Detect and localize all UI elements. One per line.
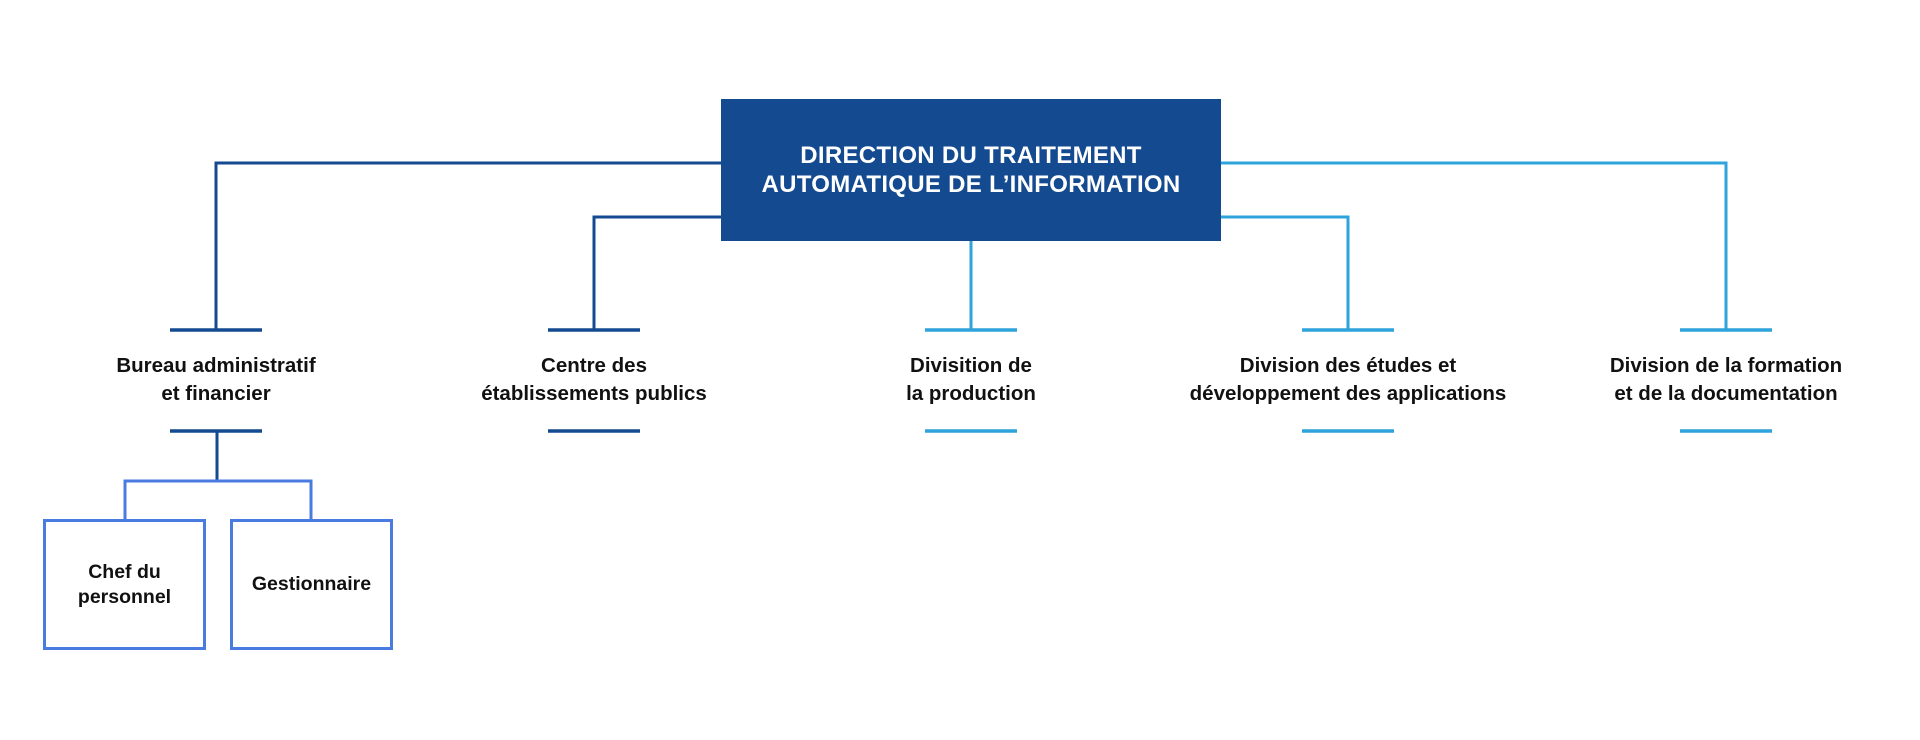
division-etudes-developpement: Division des études et développement des… <box>1189 354 1507 405</box>
connector-formation <box>1221 161 1728 330</box>
root-title: DIRECTION DU TRAITEMENT AUTOMATIQUE DE L… <box>761 142 1181 198</box>
sub-unit-chef-personnel-label: Chef du personnel <box>77 560 172 608</box>
division-production: Divisition de la production <box>906 354 1036 405</box>
sub-unit-gestionnaire-label: Gestionnaire <box>251 573 372 595</box>
sub-unit-gestionnaire: Gestionnaire <box>230 519 393 650</box>
root-node: DIRECTION DU TRAITEMENT AUTOMATIQUE DE L… <box>721 99 1221 241</box>
division-formation-documentation: Division de la formation et de la docume… <box>1609 354 1843 405</box>
connector-bureau <box>214 161 721 330</box>
connector-centre <box>592 215 721 330</box>
connector-etudes <box>1221 215 1350 330</box>
division-bureau-administratif: Bureau administratif et financier <box>116 354 316 405</box>
connector-sub-branch <box>123 479 313 520</box>
sub-unit-chef-personnel: Chef du personnel <box>43 519 206 650</box>
division-centre-etablissements: Centre des établissements publics <box>481 354 707 405</box>
